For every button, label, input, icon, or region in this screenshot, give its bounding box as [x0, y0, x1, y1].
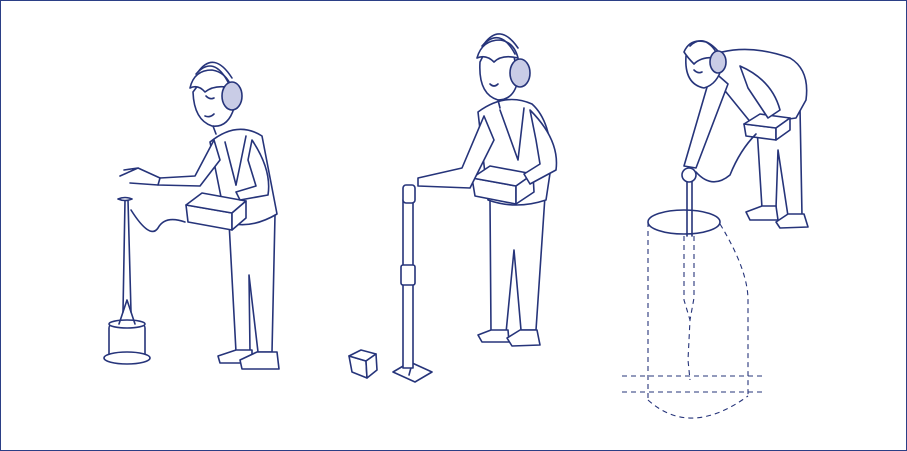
small-box [349, 350, 377, 378]
receiver-box-2 [472, 166, 534, 204]
person-2-legs [478, 196, 545, 346]
person-1-legs [218, 215, 279, 369]
person-1-reaching-arm [120, 140, 220, 186]
panel-3-ground-probe [622, 41, 808, 418]
sensor-base [104, 300, 150, 364]
listening-pole [393, 185, 432, 382]
panel-1-listening-stick-on-base [104, 62, 279, 369]
listening-rod [118, 198, 185, 313]
panel-2-listening-pole [349, 34, 556, 382]
ground-probe-rod [682, 168, 696, 236]
underground-cylinder [622, 210, 766, 418]
